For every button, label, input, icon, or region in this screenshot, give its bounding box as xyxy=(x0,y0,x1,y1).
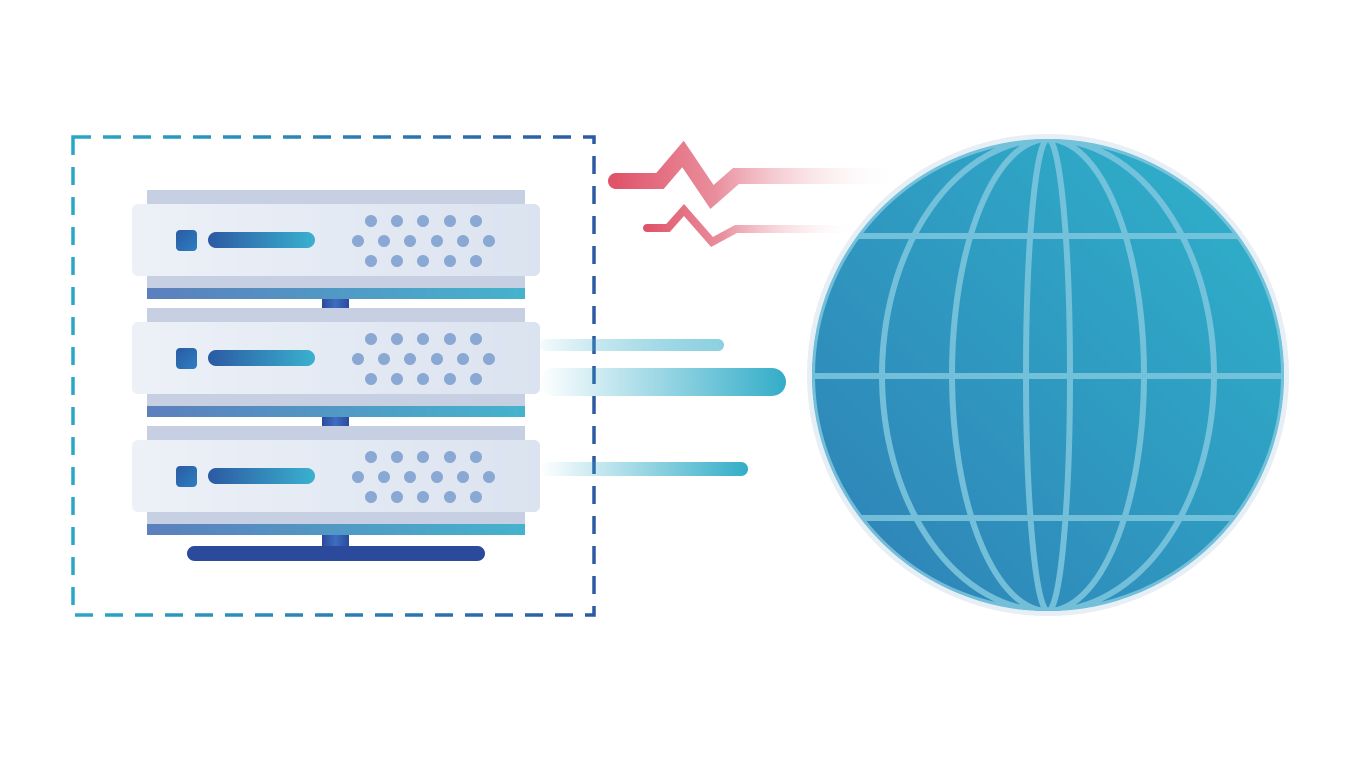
drive-bay-bar xyxy=(208,232,315,248)
vent-dot xyxy=(404,471,416,483)
vent-dot xyxy=(352,471,364,483)
vent-dot xyxy=(391,491,403,503)
vent-dot xyxy=(470,215,482,227)
data-stream-top xyxy=(540,339,724,351)
data-stream-icon xyxy=(540,339,786,476)
vent-dot xyxy=(470,255,482,267)
vent-dot xyxy=(431,471,443,483)
vent-dot xyxy=(365,333,377,345)
vent-dot xyxy=(444,373,456,385)
vent-dot xyxy=(391,215,403,227)
status-led-icon xyxy=(176,348,197,369)
vent-dot xyxy=(457,235,469,247)
vent-dot xyxy=(457,353,469,365)
vent-dot xyxy=(470,451,482,463)
server-front-panel xyxy=(132,440,540,512)
vent-dot xyxy=(352,235,364,247)
vent-dot xyxy=(457,471,469,483)
server-front-panel xyxy=(132,322,540,394)
status-led-icon xyxy=(176,466,197,487)
server-rail-bottom xyxy=(147,524,525,535)
server-rail-shadow xyxy=(147,276,525,288)
vent-dot xyxy=(391,451,403,463)
vent-dot xyxy=(444,215,456,227)
vent-dot xyxy=(391,255,403,267)
server-rail-top xyxy=(147,308,525,324)
vent-dot xyxy=(404,235,416,247)
rack-connector xyxy=(322,417,349,426)
blocked-link-upper xyxy=(608,140,908,209)
vent-dot xyxy=(352,353,364,365)
vent-dot xyxy=(417,215,429,227)
server-rail-bottom xyxy=(147,288,525,299)
server-rail-shadow xyxy=(147,394,525,406)
vent-dot xyxy=(365,255,377,267)
vent-dot xyxy=(404,353,416,365)
vent-dot xyxy=(483,353,495,365)
vent-dot xyxy=(391,333,403,345)
status-led-icon xyxy=(176,230,197,251)
vent-dot xyxy=(470,373,482,385)
vent-dot xyxy=(444,451,456,463)
vent-dot xyxy=(483,235,495,247)
rack-stand-post xyxy=(322,535,349,547)
vent-dot xyxy=(444,333,456,345)
vent-dot xyxy=(444,255,456,267)
vent-dot xyxy=(417,491,429,503)
vent-dot xyxy=(365,373,377,385)
vent-dot xyxy=(417,373,429,385)
vent-dot xyxy=(470,333,482,345)
vent-dot xyxy=(470,491,482,503)
server-rack-icon xyxy=(132,190,540,561)
server-unit xyxy=(132,190,540,299)
vent-dot xyxy=(365,215,377,227)
vent-dot xyxy=(365,451,377,463)
vent-dot xyxy=(483,471,495,483)
rack-base xyxy=(187,546,485,561)
vent-dot xyxy=(391,373,403,385)
server-rail-top xyxy=(147,190,525,206)
rack-connector xyxy=(322,299,349,308)
server-rail-top xyxy=(147,426,525,442)
server-front-panel xyxy=(132,204,540,276)
server-rail-bottom xyxy=(147,406,525,417)
vent-dot xyxy=(365,491,377,503)
blocked-link-lower xyxy=(643,203,864,248)
vent-dot xyxy=(378,471,390,483)
vent-dot xyxy=(444,491,456,503)
data-stream-bottom xyxy=(540,462,748,476)
drive-bay-bar xyxy=(208,350,315,366)
data-stream-middle xyxy=(540,368,786,396)
vent-dot xyxy=(378,235,390,247)
vent-dot xyxy=(417,255,429,267)
globe-icon xyxy=(807,134,1289,616)
drive-bay-bar xyxy=(208,468,315,484)
server-unit xyxy=(132,308,540,417)
server-unit xyxy=(132,426,540,535)
server-rail-shadow xyxy=(147,512,525,524)
vent-dot xyxy=(417,333,429,345)
blocked-connection-icon xyxy=(608,140,908,248)
vent-dot xyxy=(431,235,443,247)
vent-dot xyxy=(378,353,390,365)
vent-dot xyxy=(417,451,429,463)
vent-dot xyxy=(431,353,443,365)
